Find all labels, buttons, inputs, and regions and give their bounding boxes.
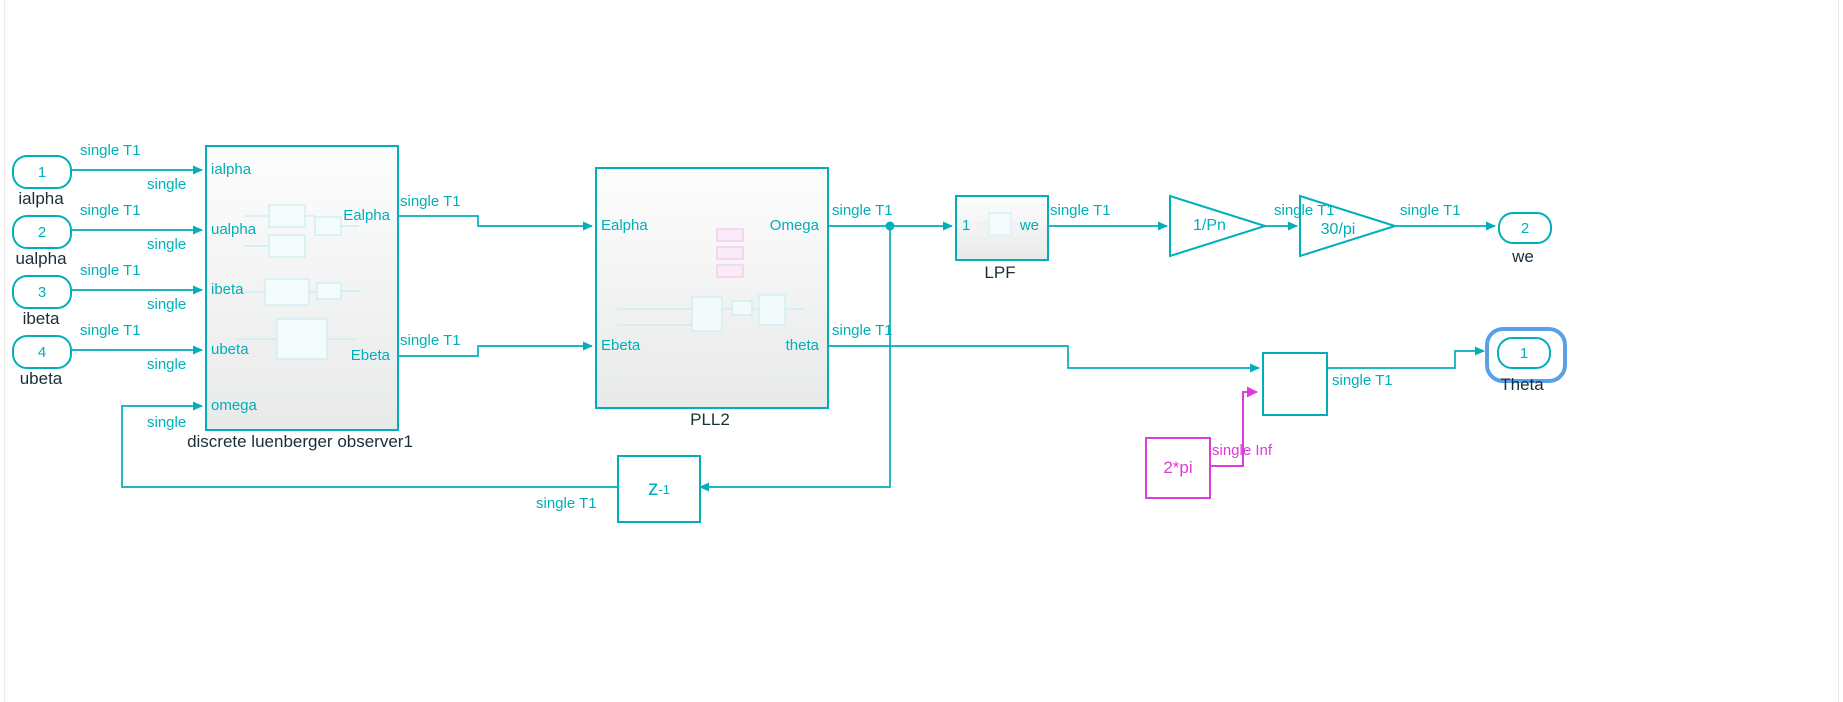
observer-subsystem-block[interactable] [205, 145, 399, 431]
sig-single-ualpha: single [147, 236, 187, 253]
wire-ebeta[interactable] [395, 341, 593, 357]
preview-shapes [237, 204, 361, 360]
outport-we[interactable]: 2 [1498, 212, 1552, 244]
inport-1[interactable]: 1 [12, 155, 72, 189]
unit-delay-label: z-1 [647, 477, 671, 500]
inport-2[interactable]: 2 [12, 215, 72, 249]
observer-port-omega: omega [211, 397, 257, 414]
subsystem-preview [237, 204, 361, 360]
pll2-port-ebeta: Ebeta [601, 337, 641, 354]
preview-shapes [979, 212, 1019, 236]
outport-theta[interactable]: 1 [1497, 337, 1551, 369]
preview-shapes [716, 228, 744, 278]
inport-4[interactable]: 4 [12, 335, 72, 369]
gain-30pi-label: 30/pi [1320, 221, 1356, 238]
sig-unit-delay: single T1 [536, 495, 597, 512]
outport-we-name[interactable]: we [1512, 247, 1534, 266]
observer-port-ualpha: ualpha [211, 221, 257, 238]
observer-port-ealpha: Ealpha [343, 207, 390, 224]
observer-block-name[interactable]: discrete luenberger observer1 [187, 432, 413, 451]
sig-single-ialpha: single [147, 176, 187, 193]
wire-feedback-to-omega[interactable] [121, 401, 617, 488]
sig-in3: single T1 [80, 262, 141, 279]
gain-30pi-block[interactable] [1299, 194, 1399, 258]
inport-3-name[interactable]: ibeta [22, 309, 60, 328]
sig-single-ibeta: single [147, 296, 187, 313]
lpf-port-in: 1 [962, 217, 971, 234]
observer-port-ebeta: Ebeta [350, 347, 390, 364]
window-edge-right [1838, 0, 1839, 702]
pll2-port-omega: Omega [769, 217, 819, 234]
sig-single-ubeta: single [147, 356, 187, 373]
subsystem-preview [617, 228, 805, 332]
unit-delay-block[interactable]: z-1 [617, 455, 701, 523]
inport-1-name[interactable]: ialpha [18, 189, 64, 208]
sig-single-omega: single [147, 414, 187, 431]
sig-lpf-out: single T1 [1050, 202, 1111, 219]
observer-port-ibeta: ibeta [211, 281, 244, 298]
wire-ealpha[interactable] [395, 215, 593, 231]
wire-omega-feedback-down[interactable] [699, 226, 891, 492]
lpf-subsystem-block[interactable] [955, 195, 1049, 261]
sig-ealpha: single T1 [400, 193, 461, 210]
mod-function-block[interactable] [1262, 352, 1328, 416]
inport-3[interactable]: 3 [12, 275, 72, 309]
window-edge-left [4, 0, 5, 702]
inport-4-name[interactable]: ubeta [19, 369, 63, 388]
outport-theta-name[interactable]: Theta [1500, 375, 1544, 394]
wire-2pi-to-mod[interactable] [1207, 386, 1258, 467]
gain-1pn-block[interactable] [1169, 194, 1269, 258]
constant-2pi-block[interactable]: 2*pi [1145, 437, 1211, 499]
pll2-block-name[interactable]: PLL2 [690, 410, 730, 429]
sig-single-inf: single Inf [1212, 442, 1273, 459]
selection-highlight [1485, 327, 1567, 383]
observer-port-ubeta: ubeta [211, 341, 249, 358]
pll2-port-theta: theta [785, 337, 819, 354]
sig-ebeta: single T1 [400, 332, 461, 349]
sig-gain2-out: single T1 [1400, 202, 1461, 219]
constant-2pi-label: 2*pi [1163, 458, 1193, 477]
observer-port-ialpha: ialpha [211, 161, 252, 178]
sig-omega: single T1 [832, 202, 893, 219]
sig-in1: single T1 [80, 142, 141, 159]
lpf-port-out: we [1019, 217, 1039, 234]
branch-point[interactable] [885, 221, 895, 231]
inport-2-name[interactable]: ualpha [15, 249, 67, 268]
pll2-port-ealpha: Ealpha [601, 217, 648, 234]
wire-mod-to-outport-theta[interactable] [1325, 346, 1485, 369]
pll2-subsystem-block[interactable] [595, 167, 829, 409]
subsystem-preview [979, 212, 1019, 236]
sig-theta: single T1 [832, 322, 893, 339]
sig-mod-out: single T1 [1332, 372, 1393, 389]
preview-shapes [617, 294, 805, 332]
sig-gain1-out: single T1 [1274, 202, 1335, 219]
sig-in2: single T1 [80, 202, 141, 219]
wire-theta-to-mod[interactable] [825, 345, 1260, 373]
sig-in4: single T1 [80, 322, 141, 339]
gain-1pn-label: 1/Pn [1193, 217, 1226, 234]
lpf-block-name[interactable]: LPF [984, 263, 1016, 282]
